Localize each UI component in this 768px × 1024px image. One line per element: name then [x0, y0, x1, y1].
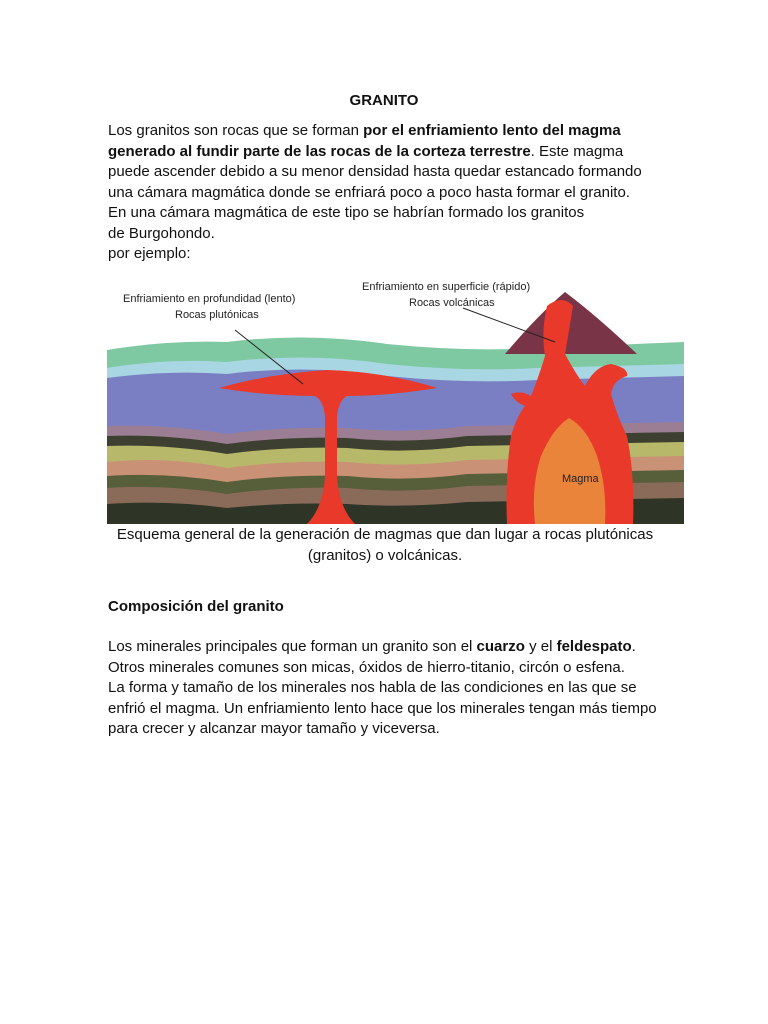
intro-line-5: En una cámara magmática de este tipo se …	[108, 204, 585, 221]
caption-line-2: (granitos) o volcánicas.	[307, 547, 463, 564]
intro-text: . Este magma	[530, 142, 624, 160]
intro-bold-text: por el enfriamiento lento del magma	[363, 122, 621, 139]
intro-paragraph: Los granitos son rocas que se forman por…	[108, 121, 678, 265]
feldspar-term: feldespato	[556, 638, 632, 655]
quartz-term: cuarzo	[476, 638, 525, 655]
intro-line-6: de Burgohondo.	[108, 224, 215, 242]
intro-line-4: una cámara magmática donde se enfriará p…	[108, 183, 630, 201]
plutonic-chamber	[219, 370, 437, 524]
plutonic-rocks-label: Rocas plutónicas	[175, 309, 259, 321]
composition-text: y el	[524, 638, 557, 655]
intro-bold-text: generado al fundir parte de las rocas de…	[108, 142, 531, 160]
intro-line-2: generado al fundir parte de las rocas de…	[108, 142, 678, 163]
composition-text: Los minerales principales que forman un …	[108, 638, 477, 655]
composition-line-4: enfrió el magma. Un enfriamiento lento h…	[108, 699, 657, 717]
caption-line-1: Esquema general de la generación de magm…	[116, 526, 654, 543]
volcanic-rocks-label: Rocas volcánicas	[409, 297, 495, 309]
deep-pointer-line	[234, 329, 304, 385]
section-heading: Composición del granito	[108, 598, 284, 615]
composition-line-1: Los minerales principales que forman un …	[108, 637, 678, 658]
composition-text: .	[631, 638, 636, 655]
magma-label: Magma	[562, 473, 600, 485]
composition-line-3: La forma y tamaño de los minerales nos h…	[108, 679, 637, 696]
composition-line-5: para crecer y alcanzar mayor tamaño y vi…	[108, 720, 440, 737]
magma-chamber	[533, 418, 606, 524]
deep-cooling-label: Enfriamiento en profundidad (lento)	[123, 293, 295, 305]
surface-pointer-line	[462, 307, 556, 343]
volcano-cone	[505, 292, 637, 354]
magma-diagram: Magma Enfriamiento en profundidad (lento…	[107, 281, 684, 524]
intro-line-3: puede ascender debido a su menor densida…	[108, 163, 642, 180]
intro-line-7: por ejemplo:	[108, 245, 191, 262]
diagram-caption: Esquema general de la generación de magm…	[60, 524, 710, 566]
composition-paragraph: Los minerales principales que forman un …	[108, 637, 678, 740]
surface-cooling-label: Enfriamiento en superficie (rápido)	[362, 281, 530, 293]
page-title: GRANITO	[349, 92, 419, 109]
intro-text: Los granitos son rocas que se forman	[108, 122, 364, 139]
composition-line-2: Otros minerales comunes son micas, óxido…	[108, 658, 625, 676]
intro-line-1: Los granitos son rocas que se forman por…	[108, 121, 678, 142]
